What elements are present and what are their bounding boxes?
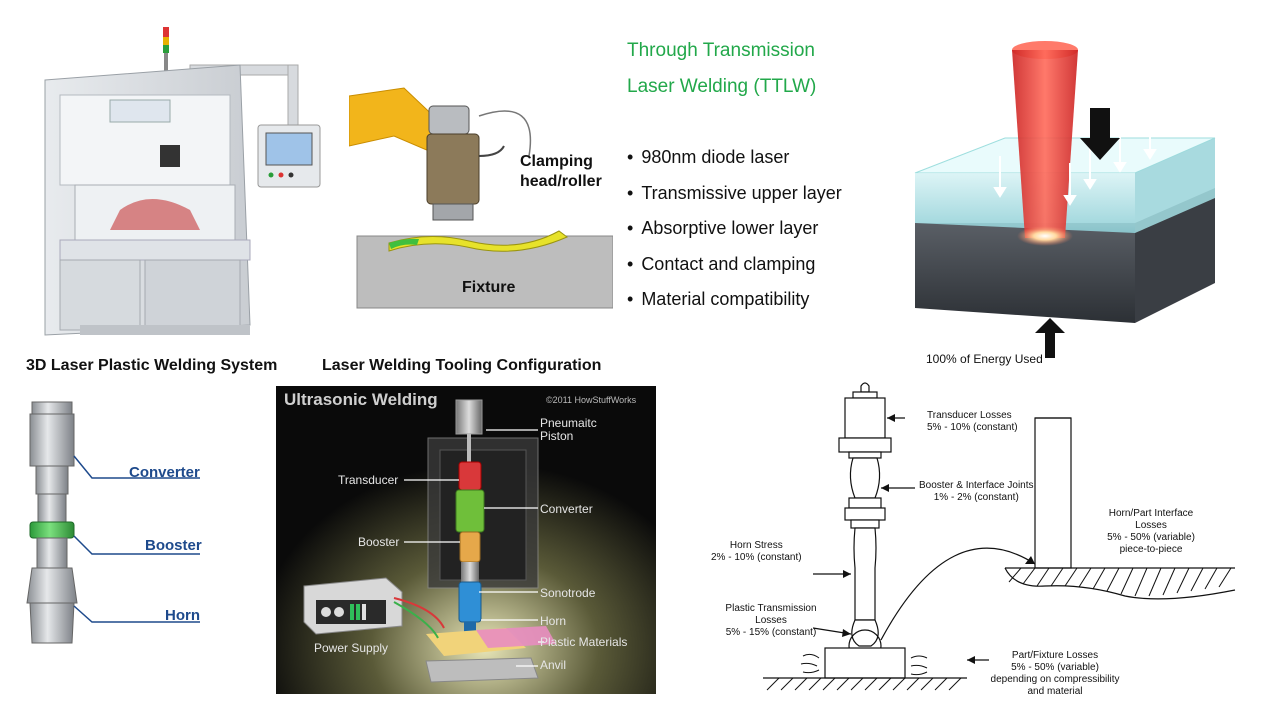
ttlw-bullet: 980nm diode laser: [627, 140, 842, 176]
converter-label: Converter: [129, 464, 200, 481]
horn-stress-title: Horn Stress: [729, 540, 783, 551]
booster-losses-label: Booster & Interface Joints 1% - 2% (cons…: [919, 480, 1034, 504]
booster-losses-value: 1% - 2% (constant): [933, 492, 1019, 503]
fixture-label: Fixture: [462, 279, 516, 296]
part-fixture-note1: depending on compressibility: [990, 674, 1120, 685]
transducer-label: Transducer: [338, 473, 399, 487]
ttlw-title: Through Transmission Laser Welding (TTLW…: [627, 33, 816, 105]
horn-stress-label: Horn Stress 2% - 10% (constant): [711, 540, 802, 564]
laser-system-caption: 3D Laser Plastic Welding System: [26, 357, 278, 374]
pneumatic-piston-label: Pneumaitc Piston: [540, 417, 597, 443]
horn-label: Horn: [165, 607, 200, 624]
power-supply-label: Power Supply: [314, 641, 389, 655]
ttlw-bullet-list: 980nm diode laser Transmissive upper lay…: [627, 140, 842, 318]
plastic-transmission-sub: Losses: [755, 615, 787, 626]
transducer-losses-value: 5% - 10% (constant): [927, 422, 1018, 433]
part-fixture-note2: and material: [1027, 686, 1083, 697]
horn-stack-leaders: [72, 450, 207, 630]
ttlw-bullet: Material compatibility: [627, 282, 842, 318]
clamping-head-label: Clamping head/roller: [520, 152, 602, 192]
plastic-transmission-value: 5% - 15% (constant): [725, 627, 817, 638]
ttlw-title-line1: Through Transmission: [627, 40, 815, 61]
pneumatic-label-line1: Pneumaitc: [540, 416, 597, 430]
horn-part-value: 5% - 50% (variable): [1107, 532, 1195, 543]
horn-part-losses-label: Horn/Part Interface Losses 5% - 50% (var…: [1091, 508, 1211, 556]
converter-label-us: Converter: [540, 502, 593, 516]
ttlw-bullet: Contact and clamping: [627, 247, 842, 283]
plastic-materials-label: Plastic Materials: [540, 635, 628, 649]
laser-beam-diagram: [905, 38, 1225, 358]
pneumatic-label-line2: Piston: [540, 429, 574, 443]
horn-stack-illustration: [22, 398, 82, 650]
ttlw-bullet: Absorptive lower layer: [627, 211, 842, 247]
clamping-label-line2: head/roller: [520, 173, 602, 190]
sonotrode-label: Sonotrode: [540, 586, 596, 600]
transducer-losses-label: Transducer Losses 5% - 10% (constant): [927, 410, 1018, 434]
part-fixture-losses-label: Part/Fixture Losses 5% - 50% (variable) …: [975, 650, 1135, 698]
horn-part-note: piece-to-piece: [1119, 544, 1183, 555]
part-fixture-value: 5% - 50% (variable): [1011, 662, 1099, 673]
plastic-transmission-label: Plastic Transmission Losses 5% - 15% (co…: [711, 603, 831, 639]
ultrasonic-title: Ultrasonic Welding: [284, 390, 438, 409]
ultrasonic-losses-diagram: Transducer Losses 5% - 10% (constant) Bo…: [705, 378, 1265, 710]
plastic-transmission-title: Plastic Transmission: [725, 603, 817, 614]
booster-label: Booster: [145, 537, 202, 554]
ultrasonic-welding-panel: Ultrasonic Welding ©2011 HowStuffWorks P…: [276, 386, 656, 694]
tooling-caption: Laser Welding Tooling Configuration: [322, 357, 602, 374]
booster-label-us: Booster: [358, 535, 400, 549]
horn-part-title: Horn/Part Interface: [1108, 508, 1194, 519]
part-fixture-title: Part/Fixture Losses: [1011, 650, 1099, 661]
laser-tooling-photo: [349, 86, 613, 310]
horn-stress-value: 2% - 10% (constant): [711, 552, 802, 563]
horn-label-us: Horn: [540, 614, 567, 628]
ttlw-title-line2: Laser Welding (TTLW): [627, 76, 817, 97]
anvil-label: Anvil: [540, 658, 567, 672]
ttlw-bullet: Transmissive upper layer: [627, 176, 841, 212]
horn-part-sub: Losses: [1135, 520, 1167, 531]
booster-losses-title: Booster & Interface Joints: [919, 480, 1034, 491]
clamping-label-line1: Clamping: [520, 153, 593, 170]
transducer-losses-title: Transducer Losses: [927, 410, 1012, 421]
energy-label: 100% of Energy Used: [926, 352, 1043, 366]
laser-welding-system-illustration: [30, 25, 330, 355]
ultrasonic-copyright: ©2011 HowStuffWorks: [546, 395, 637, 405]
